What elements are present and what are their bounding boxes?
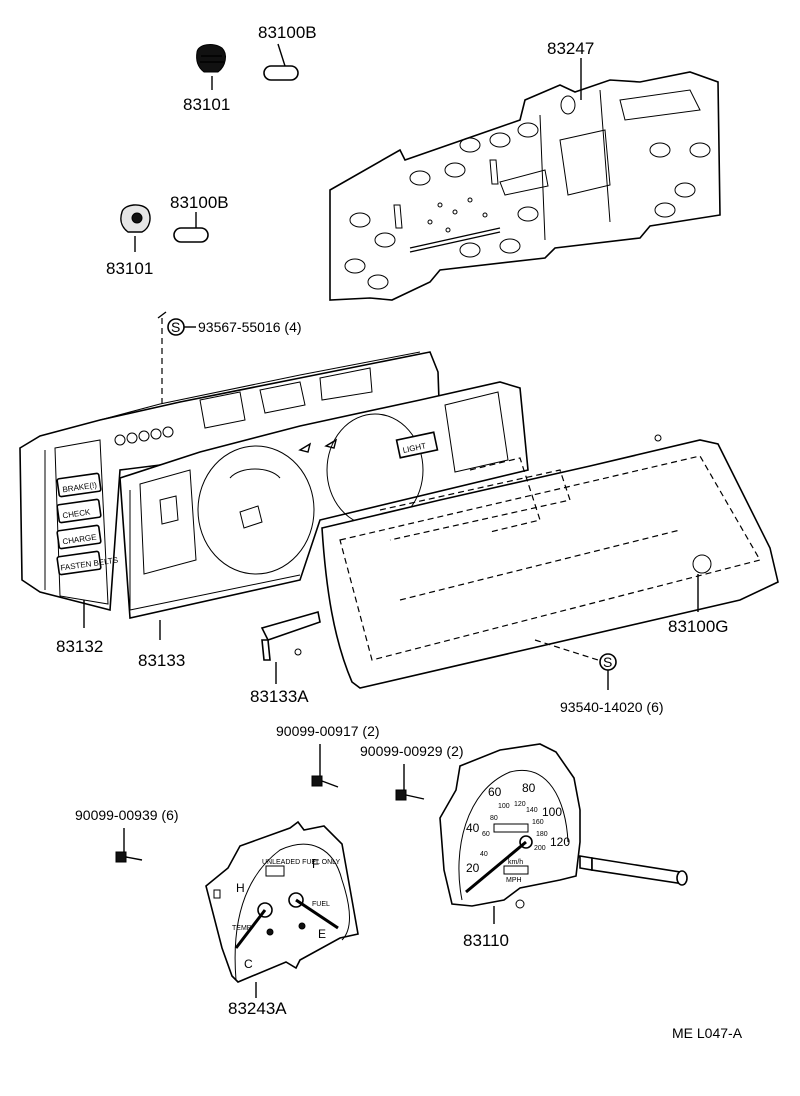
kmh-180: 180 (536, 831, 548, 838)
mph-20: 20 (466, 861, 480, 875)
label-83101-mid: 83101 (106, 259, 153, 278)
speedometer-83110: 20 40 60 80 100 120 40 60 80 100 120 140… (439, 743, 688, 909)
bulb-socket-mid (120, 204, 151, 252)
bulb-mid (173, 212, 209, 243)
glass-cover-83100G (321, 434, 779, 689)
bulb-top (263, 43, 299, 81)
kmh-80: 80 (490, 815, 498, 822)
label-83100B-top: 83100B (258, 23, 317, 42)
screw-symbol-text-93540: S (603, 654, 612, 670)
label-83132: 83132 (56, 637, 103, 656)
screw-00929 (395, 789, 425, 801)
bulb-socket-top (196, 44, 226, 90)
kmh-200: 200 (534, 845, 546, 852)
label-83133: 83133 (138, 651, 185, 670)
label-83247: 83247 (547, 39, 594, 58)
gauge-fuel-full: F (312, 857, 319, 871)
kmh-140: 140 (526, 807, 538, 814)
meter-housing-83132: BRAKE(!) CHECK CHARGE FASTEN BELTS (19, 351, 441, 612)
gauge-fuel-empty: E (318, 927, 326, 941)
screw-symbol-text-93567: S (171, 319, 180, 335)
meter-case-83133: LIGHT (119, 381, 529, 619)
diagram-reference-code: ME L047-A (672, 1025, 743, 1041)
gauge-temp-label: TEMP (232, 925, 252, 932)
label-83243A: 83243A (228, 999, 287, 1018)
warning-check: CHECK (62, 507, 92, 520)
kmh-60: 60 (482, 831, 490, 838)
label-83110: 83110 (463, 931, 509, 950)
gauge-fuel-note: UNLEADED FUEL ONLY (262, 859, 341, 866)
screw-00917 (311, 775, 339, 788)
kmh-100: 100 (498, 803, 510, 810)
kmh-120: 120 (514, 801, 526, 808)
label-83100G: 83100G (668, 617, 729, 636)
leader-93540 (534, 639, 599, 661)
screw-00939 (115, 851, 143, 863)
mph-60: 60 (488, 785, 502, 799)
label-90099-00929: 90099-00929 (2) (360, 743, 464, 759)
label-90099-00917: 90099-00917 (2) (276, 723, 380, 739)
label-93540-14020: 93540-14020 (6) (560, 699, 664, 715)
label-83101-top: 83101 (183, 95, 230, 114)
bracket-83133A (260, 610, 321, 661)
gauge-fuel-label: FUEL (312, 901, 330, 908)
label-93567-55016: 93567-55016 (4) (198, 319, 302, 335)
unit-kmh: km/h (508, 859, 523, 866)
mph-40: 40 (466, 821, 480, 835)
gauge-temp-hot: H (236, 881, 245, 895)
circuit-plate-83247 (329, 71, 721, 301)
mph-100: 100 (542, 805, 562, 819)
label-83100B-mid: 83100B (170, 193, 229, 212)
label-90099-00939: 90099-00939 (6) (75, 807, 179, 823)
mph-120: 120 (550, 835, 570, 849)
gauge-temp-cold: C (244, 957, 253, 971)
unit-mph: MPH (506, 877, 522, 884)
kmh-40: 40 (480, 851, 488, 858)
kmh-160: 160 (532, 819, 544, 826)
mph-80: 80 (522, 781, 536, 795)
fuel-temp-gauge-83243A: UNLEADED FUEL ONLY H C F E TEMP FUEL (205, 820, 359, 983)
label-83133A: 83133A (250, 687, 309, 706)
